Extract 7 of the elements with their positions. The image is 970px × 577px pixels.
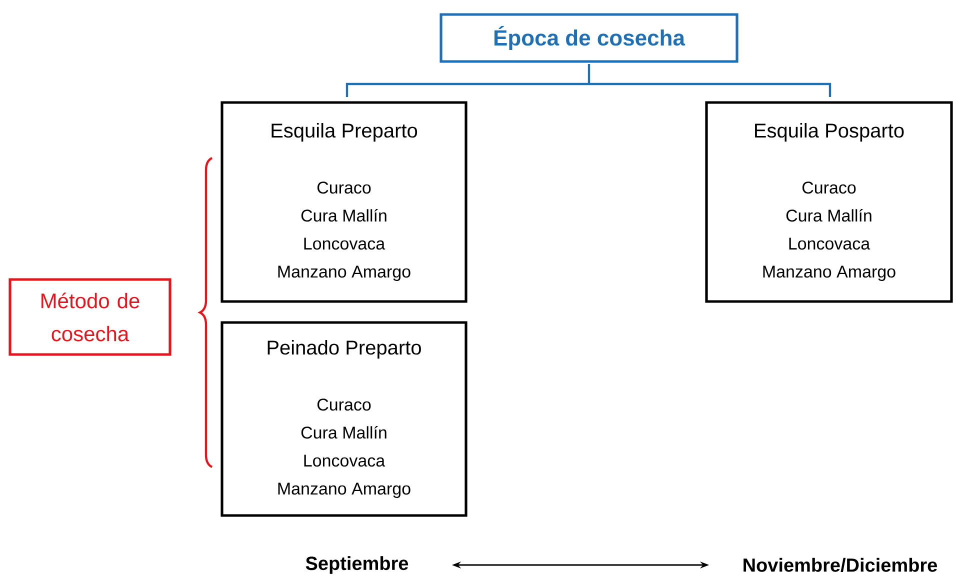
group-box: Peinado Preparto Curaco Cura Mallín Loncovaca Manzano Amargo — [220, 321, 468, 517]
side-box: Método de cosecha — [8, 278, 172, 356]
group-box: Esquila Preparto Curaco Cura Mallín Loncovaca Manzano Amargo — [220, 101, 468, 303]
heading-box: Época de cosecha — [440, 13, 738, 63]
group-box: Esquila Posparto Curaco Cura Mallín Loncovaca Manzano Amargo — [705, 101, 953, 303]
axis-label: Noviembre/Diciembre — [744, 558, 937, 572]
axis-label: Septiembre — [306, 556, 408, 574]
